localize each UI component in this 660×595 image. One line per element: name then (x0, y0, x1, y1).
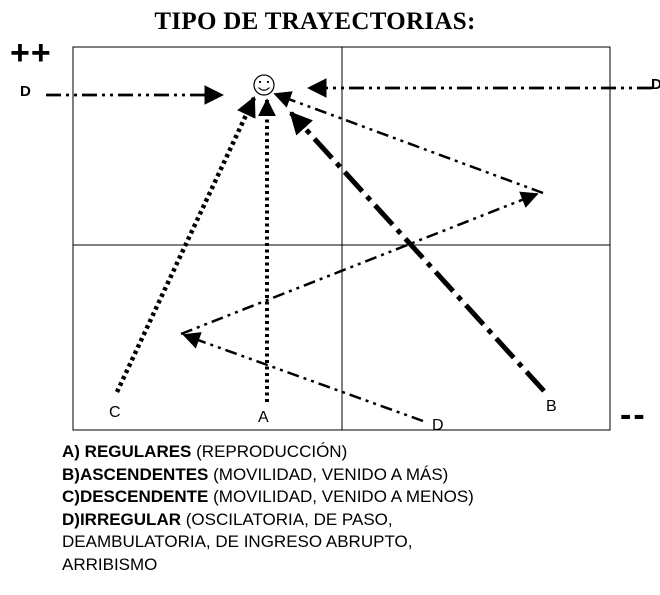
page-title: TIPO DE TRAYECTORIAS: (154, 8, 476, 35)
legend-item-b: B)ASCENDENTES (MOVILIDAD, VENIDO A MÁS) (62, 464, 474, 487)
label-d-right: D (651, 76, 660, 93)
legend-desc: (MOVILIDAD, VENIDO A MENOS) (208, 487, 474, 506)
legend-desc: (MOVILIDAD, VENIDO A MÁS) (208, 464, 449, 484)
legend-key: B)ASCENDENTES (62, 464, 209, 484)
legend: A) REGULARES (REPRODUCCIÓN) B)ASCENDENTE… (62, 441, 474, 576)
trajectory-d-segment-2 (180, 191, 539, 336)
trajectory-d-segment-3 (273, 91, 544, 195)
legend-item-c: C)DESCENDENTE (MOVILIDAD, VENIDO A MENOS… (62, 486, 474, 509)
legend-desc: (OSCILATORIA, DE PASO, (181, 509, 393, 529)
label-d-bottom: D (432, 417, 444, 434)
smiley-icon (253, 74, 275, 96)
label-a: A (258, 409, 269, 426)
trajectory-c-arrow (114, 96, 257, 393)
minus-minus-label: -- (620, 396, 647, 434)
legend-key: C)DESCENDENTE (62, 487, 209, 506)
legend-desc: (REPRODUCCIÓN) (191, 442, 348, 461)
legend-key: D)IRREGULAR (62, 509, 181, 529)
trajectory-d-segment-1 (182, 332, 424, 423)
legend-item-a: A) REGULARES (REPRODUCCIÓN) (62, 441, 474, 464)
legend-key: A) REGULARES (62, 442, 192, 461)
plus-plus-label: ++ (10, 34, 52, 72)
legend-line: ARRIBISMO (62, 554, 158, 574)
label-b: B (546, 398, 557, 415)
legend-line: DEAMBULATORIA, DE INGRESO ABRUPTO, (62, 532, 413, 551)
label-d-left: D (20, 83, 31, 100)
legend-item-d: D)IRREGULAR (OSCILATORIA, DE PASO, (62, 509, 474, 532)
label-c: C (109, 404, 121, 421)
trajectory-b-arrow (289, 111, 546, 393)
